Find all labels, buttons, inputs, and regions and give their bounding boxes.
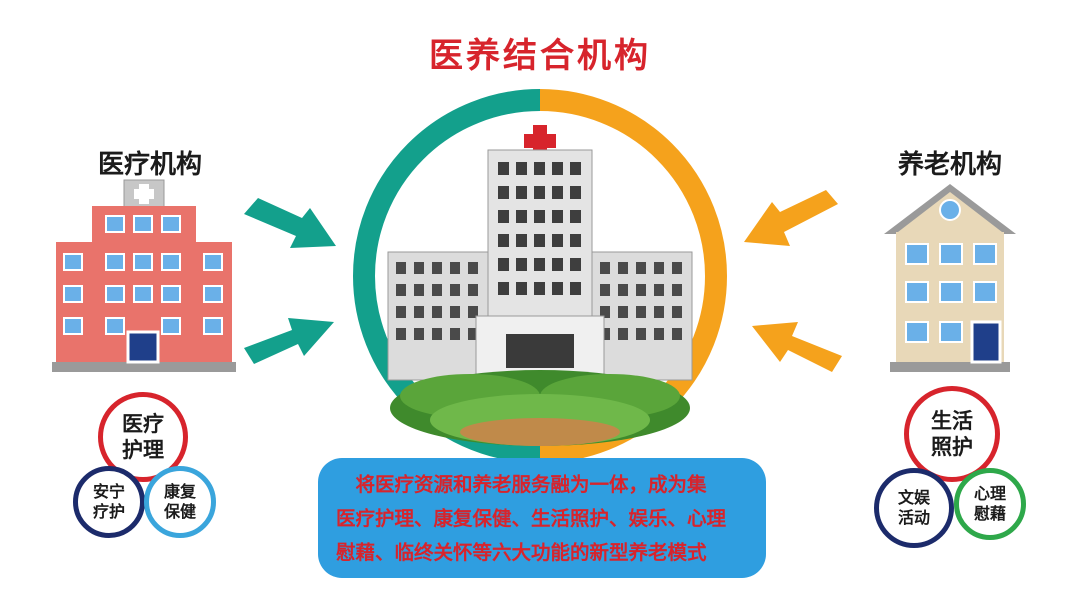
teal-arrow-upper [244,198,336,248]
teal-arrow-lower [244,318,334,364]
orange-arrow-upper [744,190,838,246]
hospice-care-circle: 安宁 疗护 [73,466,145,538]
description-line: 医疗护理、康复保健、生活照护、娱乐、心理 [336,507,727,530]
rehab-care-circle: 康复 保健 [144,466,216,538]
daily-life-care-circle: 生活 照护 [904,386,1000,482]
circle-line2: 慰藉 [973,504,1006,523]
psychological-comfort-circle: 心理 慰藉 [954,468,1026,540]
nursing-home-building-image [884,184,1016,372]
circle-line2: 活动 [897,508,930,527]
hospital-building-image [52,179,236,372]
circle-line2: 照护 [931,434,973,459]
recreation-circle: 文娱 活动 [874,468,954,548]
description-line: 将医疗资源和养老服务融为一体，成为集 [336,473,707,496]
description-line: 慰藉、临终关怀等六大功能的新型养老模式 [336,541,707,564]
page-title: 医养结合机构 [429,36,651,76]
circle-line1: 文娱 [897,488,930,507]
circle-line1: 生活 [931,407,973,433]
circle-line1: 医疗 [122,410,164,436]
circle-line2: 疗护 [92,502,125,521]
circle-line1: 康复 [163,482,196,501]
description-box: 将医疗资源和养老服务融为一体，成为集 医疗护理、康复保健、生活照护、娱乐、心理 … [318,458,766,578]
circle-line2: 护理 [122,437,164,462]
circle-line1: 安宁 [92,482,125,501]
orange-arrow-lower [752,322,842,372]
circle-line1: 心理 [973,484,1006,503]
medical-institution-label: 医疗机构 [98,150,203,180]
elderly-care-institution-label: 养老机构 [898,150,1003,180]
central-building-image [387,125,693,446]
circle-line2: 保健 [163,502,196,521]
